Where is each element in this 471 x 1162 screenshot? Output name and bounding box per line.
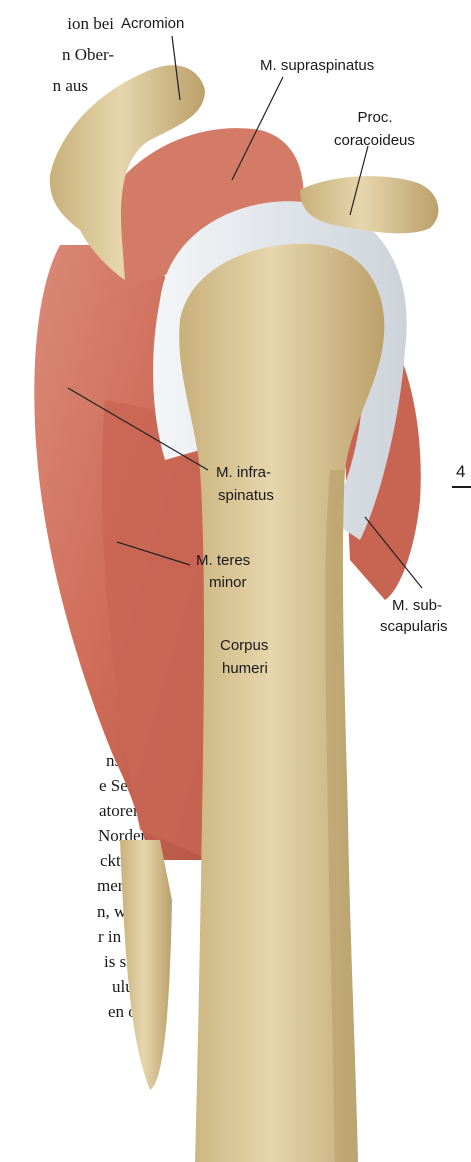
label-subscapularis-1: M. sub- (382, 596, 452, 616)
label-acromion: Acromion (121, 14, 184, 34)
page-number-rule (452, 486, 471, 488)
label-teres-minor-2: minor (209, 573, 247, 593)
label-supraspinatus: M. supraspinatus (260, 56, 374, 76)
label-coracoid-1: Proc. (350, 108, 400, 128)
page-number: 4 (456, 462, 465, 482)
label-infraspinatus-1: M. infra- (216, 463, 271, 483)
teres-minor-muscle (102, 400, 210, 860)
scapula-inferior-angle (120, 840, 172, 1090)
label-subscapularis-2: scapularis (380, 617, 448, 637)
label-coracoid-2: coracoideus (334, 131, 415, 151)
label-corpus-humeri-1: Corpus (220, 636, 268, 656)
label-teres-minor-1: M. teres (196, 551, 250, 571)
label-corpus-humeri-2: humeri (222, 659, 268, 679)
label-infraspinatus-2: spinatus (218, 486, 274, 506)
